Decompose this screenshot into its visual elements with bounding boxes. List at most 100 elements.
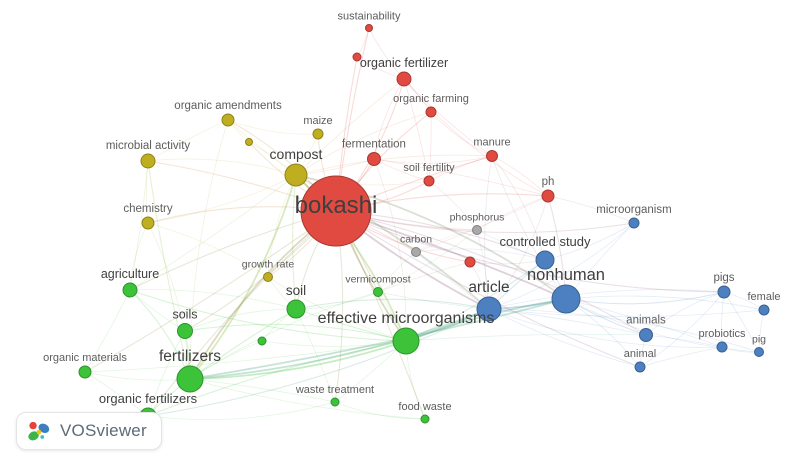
- node-circle-carb[interactable]: [411, 247, 421, 257]
- node-ph[interactable]: [541, 189, 555, 203]
- node-circle-fert[interactable]: [176, 365, 204, 393]
- node-organic-farming[interactable]: [425, 106, 437, 118]
- node-controlled-study[interactable]: [535, 250, 555, 270]
- node-circle-agri[interactable]: [122, 282, 138, 298]
- node-red2[interactable]: [464, 256, 476, 268]
- node-organic-materials[interactable]: [78, 365, 92, 379]
- edge-em-fert: [189, 340, 407, 380]
- edge-orgferts-waste: [147, 401, 336, 421]
- node-circle-waste[interactable]: [330, 397, 340, 407]
- node-circle-grow[interactable]: [263, 272, 273, 282]
- node-label-bok: bokashi: [295, 192, 378, 219]
- node-food-waste[interactable]: [420, 414, 430, 424]
- node-circle-amend[interactable]: [221, 113, 235, 127]
- node-circle-ctrl[interactable]: [535, 250, 555, 270]
- edge-comp-orgfert: [295, 78, 405, 176]
- node-article[interactable]: [476, 296, 502, 322]
- node-circle-maize[interactable]: [312, 128, 324, 140]
- node-carbon[interactable]: [411, 247, 421, 257]
- node-maize[interactable]: [312, 128, 324, 140]
- node-circle-red1[interactable]: [352, 52, 362, 62]
- edge-bok-anims: [335, 210, 647, 336]
- node-red1[interactable]: [352, 52, 362, 62]
- node-pig[interactable]: [754, 347, 764, 357]
- node-sustainability[interactable]: [365, 24, 373, 32]
- node-pigs[interactable]: [717, 285, 731, 299]
- node-circle-chem[interactable]: [141, 216, 155, 230]
- node-circle-prob[interactable]: [716, 341, 728, 353]
- node-organic-fertilizer[interactable]: [396, 71, 412, 87]
- node-fermentation[interactable]: [367, 152, 381, 166]
- node-circle-soils[interactable]: [177, 323, 193, 339]
- edge-art-pigs: [488, 289, 725, 310]
- edge-pigs-anim: [639, 291, 725, 368]
- node-microbial-activity[interactable]: [140, 153, 156, 169]
- node-animals[interactable]: [639, 328, 653, 342]
- node-soil-fertility[interactable]: [423, 175, 435, 187]
- node-agriculture[interactable]: [122, 282, 138, 298]
- node-soil[interactable]: [286, 299, 306, 319]
- node-label-anim: animal: [624, 348, 656, 360]
- node-vermicompost[interactable]: [373, 287, 383, 297]
- node-phosphorus[interactable]: [472, 225, 482, 235]
- node-circle-art[interactable]: [476, 296, 502, 322]
- node-compost[interactable]: [284, 163, 308, 187]
- node-circle-phos[interactable]: [472, 225, 482, 235]
- node-circle-nonh[interactable]: [551, 284, 581, 314]
- node-label-orgfert: organic fertilizer: [360, 56, 448, 70]
- node-circle-orgfarm[interactable]: [425, 106, 437, 118]
- node-circle-bok[interactable]: [300, 175, 372, 247]
- edge-ferm-ph: [373, 158, 549, 197]
- edge-fert-orgmat: [84, 371, 191, 381]
- edge-man-soilfert: [428, 155, 493, 182]
- node-circle-micact[interactable]: [140, 153, 156, 169]
- node-circle-soil[interactable]: [286, 299, 306, 319]
- node-soils[interactable]: [177, 323, 193, 339]
- node-grn1[interactable]: [257, 336, 267, 346]
- node-circle-verm[interactable]: [373, 287, 383, 297]
- node-yel1[interactable]: [245, 138, 253, 146]
- edge-micact-agri: [129, 160, 149, 291]
- edge-fert-waste: [189, 378, 336, 403]
- edge-nonh-prob: [565, 298, 723, 348]
- node-circle-em[interactable]: [392, 327, 420, 355]
- node-growth-rate[interactable]: [263, 272, 273, 282]
- edge-verm-carb: [377, 251, 417, 293]
- edge-orgfert-ferm: [373, 78, 405, 160]
- node-circle-pigs[interactable]: [717, 285, 731, 299]
- node-organic-amendments[interactable]: [221, 113, 235, 127]
- node-circle-grn1[interactable]: [257, 336, 267, 346]
- node-circle-man[interactable]: [486, 150, 498, 162]
- edge-orgfarm-man: [430, 111, 493, 157]
- node-waste-treatment[interactable]: [330, 397, 340, 407]
- node-probiotics[interactable]: [716, 341, 728, 353]
- node-label-verm: vermicompost: [345, 274, 410, 286]
- node-bokashi[interactable]: [300, 175, 372, 247]
- node-nonhuman[interactable]: [551, 284, 581, 314]
- node-circle-yel1[interactable]: [245, 138, 253, 146]
- node-circle-anims[interactable]: [639, 328, 653, 342]
- node-circle-red2[interactable]: [464, 256, 476, 268]
- node-manure[interactable]: [486, 150, 498, 162]
- node-circle-ferm[interactable]: [367, 152, 381, 166]
- node-circle-ph[interactable]: [541, 189, 555, 203]
- node-microorganism[interactable]: [628, 217, 640, 229]
- node-animal[interactable]: [634, 361, 646, 373]
- node-fertilizers[interactable]: [176, 365, 204, 393]
- node-circle-sus[interactable]: [365, 24, 373, 32]
- node-female[interactable]: [758, 304, 770, 316]
- node-effective-microorganisms[interactable]: [392, 327, 420, 355]
- node-circle-pig[interactable]: [754, 347, 764, 357]
- node-label-maize: maize: [303, 115, 332, 127]
- node-circle-orgmat[interactable]: [78, 365, 92, 379]
- node-label-chem: chemistry: [123, 203, 172, 215]
- node-circle-orgfert[interactable]: [396, 71, 412, 87]
- node-circle-food[interactable]: [420, 414, 430, 424]
- node-circle-micro[interactable]: [628, 217, 640, 229]
- node-circle-soilfert[interactable]: [423, 175, 435, 187]
- node-circle-fem[interactable]: [758, 304, 770, 316]
- node-circle-anim[interactable]: [634, 361, 646, 373]
- node-chemistry[interactable]: [141, 216, 155, 230]
- node-circle-comp[interactable]: [284, 163, 308, 187]
